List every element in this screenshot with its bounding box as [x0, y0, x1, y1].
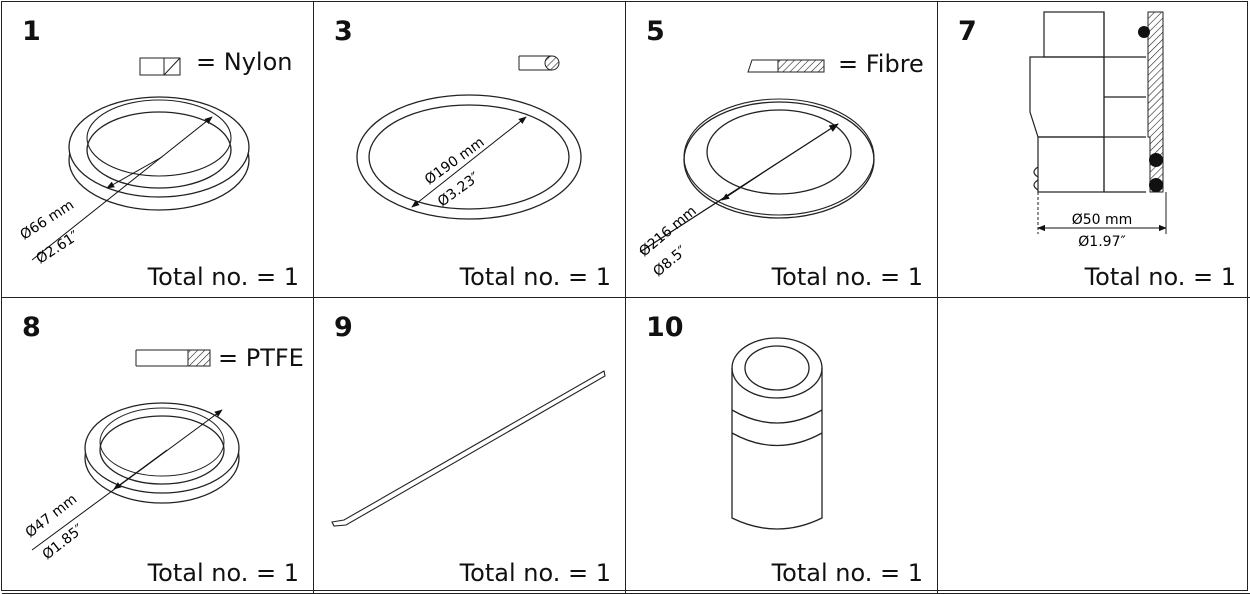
material-label: = Fibre: [838, 50, 924, 78]
part-number: 3: [334, 16, 353, 47]
total-count: Total no. = 1: [771, 559, 923, 587]
fibre-gasket-drawing: Ø216 mm Ø8.5″: [636, 59, 875, 280]
part-number: 8: [22, 312, 41, 343]
ptfe-ring-drawing: Ø47 mm Ø1.85″: [23, 349, 240, 563]
material-label: = PTFE: [218, 344, 304, 372]
part-number: 7: [958, 16, 977, 47]
part-cell-7: 7 Ø50 mm Ø1.97″ Total no. = 1: [938, 2, 1250, 298]
dimension-mm: Ø216 mm: [636, 203, 700, 260]
sleeve-drawing: [731, 337, 823, 530]
part-cell-9: 9 Total no. = 1: [314, 298, 626, 594]
material-label: = Nylon: [196, 48, 293, 76]
o-ring-drawing: Ø190 mm Ø3.23″: [356, 55, 582, 220]
part-cell-8: 8 Ø47 mm Ø1.85″ = PTFE Total no. = 1: [2, 298, 314, 594]
dimension-inch: Ø1.97″: [1078, 234, 1125, 250]
part-cell-10: 10 Total no. = 1: [626, 298, 938, 594]
part-cell-1: 1 Ø66 mm Ø2.61″ = Nylon Total no. = 1: [2, 2, 314, 298]
total-count: Total no. = 1: [459, 559, 611, 587]
total-count: Total no. = 1: [1084, 263, 1236, 291]
part-number: 5: [646, 16, 665, 47]
total-count: Total no. = 1: [147, 263, 299, 291]
part-number: 1: [22, 16, 41, 47]
dimension-inch: Ø2.61″: [33, 228, 81, 267]
nylon-ring-drawing: Ø66 mm Ø2.61″: [17, 57, 250, 267]
empty-cell: [938, 298, 1250, 594]
fitting-drawing: Ø50 mm Ø1.97″: [1029, 11, 1167, 250]
total-count: Total no. = 1: [459, 263, 611, 291]
total-count: Total no. = 1: [147, 559, 299, 587]
part-cell-5: 5 Ø216 mm Ø8.5″ = Fibre Total no. = 1: [626, 2, 938, 298]
part-cell-3: 3 Ø190 mm Ø3.23″ Total no. = 1: [314, 2, 626, 298]
part-number: 10: [646, 312, 684, 343]
part-number: 9: [334, 312, 353, 343]
total-count: Total no. = 1: [771, 263, 923, 291]
dimension-mm: Ø50 mm: [1072, 212, 1133, 228]
wire-drawing: [331, 370, 606, 527]
